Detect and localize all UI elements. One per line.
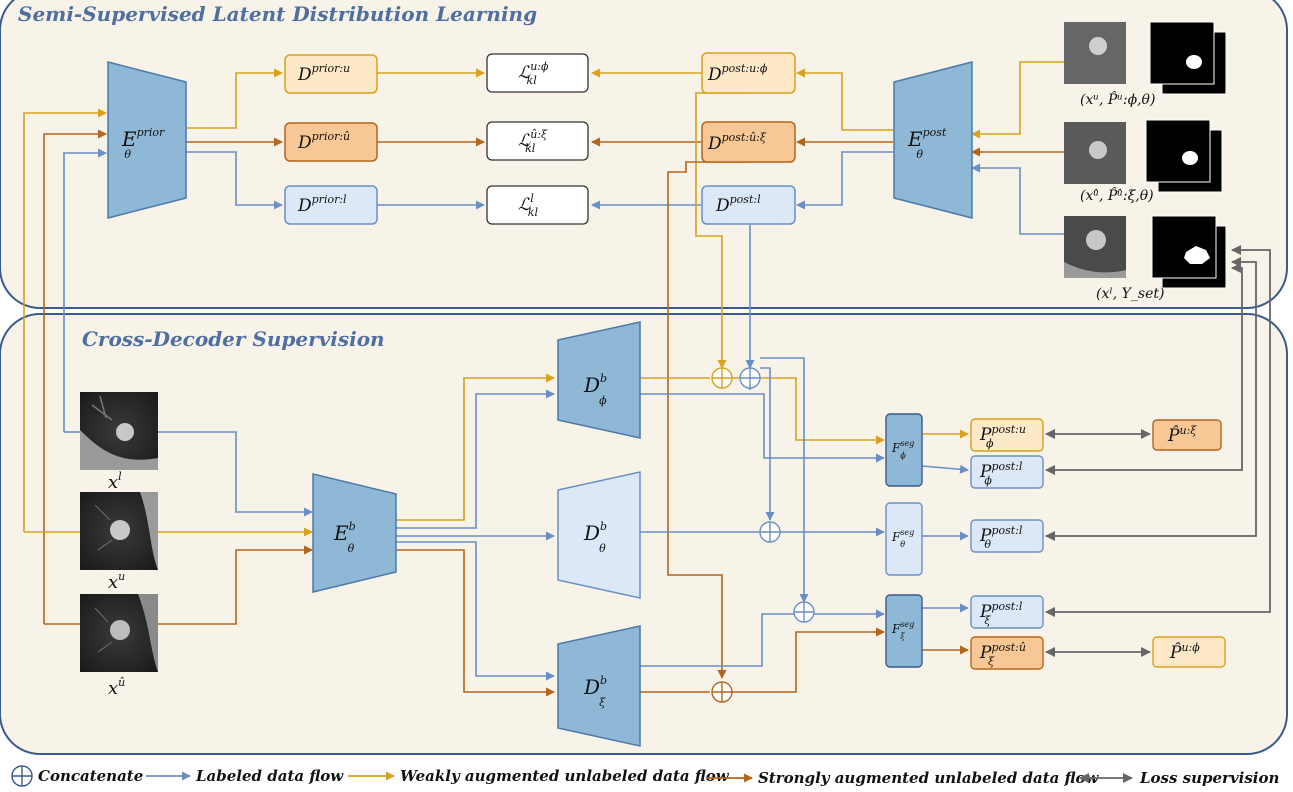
svg-text:Dpost:l: Dpost:l [715, 193, 761, 216]
svg-text:P̂u:ξ: P̂u:ξ [1167, 424, 1197, 446]
svg-text:Dpost:û:ξ: Dpost:û:ξ [707, 131, 767, 154]
svg-text:Ppost:ûξ: Ppost:ûξ [979, 641, 1026, 668]
svg-text:Ppost:lϕ: Ppost:lϕ [979, 460, 1023, 487]
svg-text:(xᵘ, P̂ᵘ:ϕ,θ): (xᵘ, P̂ᵘ:ϕ,θ) [1080, 90, 1155, 108]
svg-text:Dprior:u: Dprior:u [297, 62, 350, 85]
svg-text:Dbϕ: Dbϕ [583, 372, 607, 407]
right-image-pair-l: (xˡ, Y_set) [1064, 215, 1227, 302]
legend-loss-label: Loss supervision [1139, 769, 1279, 787]
right-image-pair-uhat: (xᵘ̂, P̂ᵘ̂:ξ,θ) [1064, 119, 1223, 204]
svg-text:(xˡ, Y_set): (xˡ, Y_set) [1096, 286, 1164, 302]
svg-text:Dprior:l: Dprior:l [297, 193, 347, 216]
concat-nodes [711, 367, 815, 703]
legend-labeled-label: Labeled data flow [195, 767, 344, 785]
concat-node-labeled-bottom [793, 601, 815, 623]
concat-node-weak [711, 367, 733, 389]
svg-text:Ppost:lθ: Ppost:lθ [979, 524, 1023, 551]
pseudo-label-u-phi: P̂u:ϕ [1152, 636, 1226, 668]
svg-text:(xᵘ̂, P̂ᵘ̂:ξ,θ): (xᵘ̂, P̂ᵘ̂:ξ,θ) [1080, 186, 1154, 204]
legend-weak-label: Weakly augmented unlabeled data flow [400, 767, 730, 785]
input-image-xl [80, 392, 158, 470]
svg-text:Dbθ: Dbθ [583, 520, 607, 555]
post-box-l: Dpost:l [701, 185, 796, 225]
svg-text:Ppost:lξ: Ppost:lξ [979, 600, 1023, 627]
concat-node-labeled-top [739, 367, 761, 389]
bottom-panel-title: Cross-Decoder Supervision [82, 327, 385, 351]
legend: Concatenate Labeled data flow Weakly aug… [11, 765, 1279, 787]
input-label-xu: xu [108, 570, 125, 593]
svg-text:ℒu:ϕkl: ℒu:ϕkl [518, 60, 549, 87]
svg-text:Dpost:u:ϕ: Dpost:u:ϕ [707, 62, 768, 85]
concat-node-strong [711, 681, 733, 703]
input-label-xl: xl [108, 470, 122, 493]
svg-text:Dbξ: Dbξ [583, 674, 607, 709]
prior-box-l: Dprior:l [284, 185, 378, 225]
legend-concat-icon [11, 765, 33, 787]
legend-strong-label: Strongly augmented unlabeled data flow [758, 769, 1100, 787]
post-box-u-phi: Dpost:u:ϕ [701, 52, 796, 94]
bottom-panel [0, 313, 1288, 755]
prior-box-u: Dprior:u [284, 54, 378, 94]
legend-concat-label: Concatenate [38, 767, 143, 785]
post-box-uhat-xi: Dpost:û:ξ [701, 121, 796, 163]
loss-flows [1045, 245, 1271, 657]
top-panel-title: Semi-Supervised Latent Distribution Lear… [18, 2, 537, 26]
svg-text:Ppost:uϕ: Ppost:uϕ [979, 423, 1026, 450]
input-label-xuhat: xû [108, 676, 125, 699]
prior-box-uhat: Dprior:û [284, 122, 378, 162]
svg-text:P̂u:ϕ: P̂u:ϕ [1169, 641, 1200, 663]
svg-text:Ebθ: Ebθ [333, 520, 356, 555]
input-image-xuhat [80, 594, 158, 672]
top-flows [23, 61, 1064, 679]
svg-text:ℒû:ξkl: ℒû:ξkl [518, 128, 548, 155]
right-image-pair-u: (xᵘ, P̂ᵘ:ϕ,θ) [1064, 21, 1227, 108]
input-image-xu [80, 492, 158, 570]
pseudo-label-u-xi: P̂u:ξ [1152, 419, 1222, 451]
svg-text:Dprior:û: Dprior:û [297, 130, 350, 153]
concat-node-labeled-mid [759, 521, 781, 543]
